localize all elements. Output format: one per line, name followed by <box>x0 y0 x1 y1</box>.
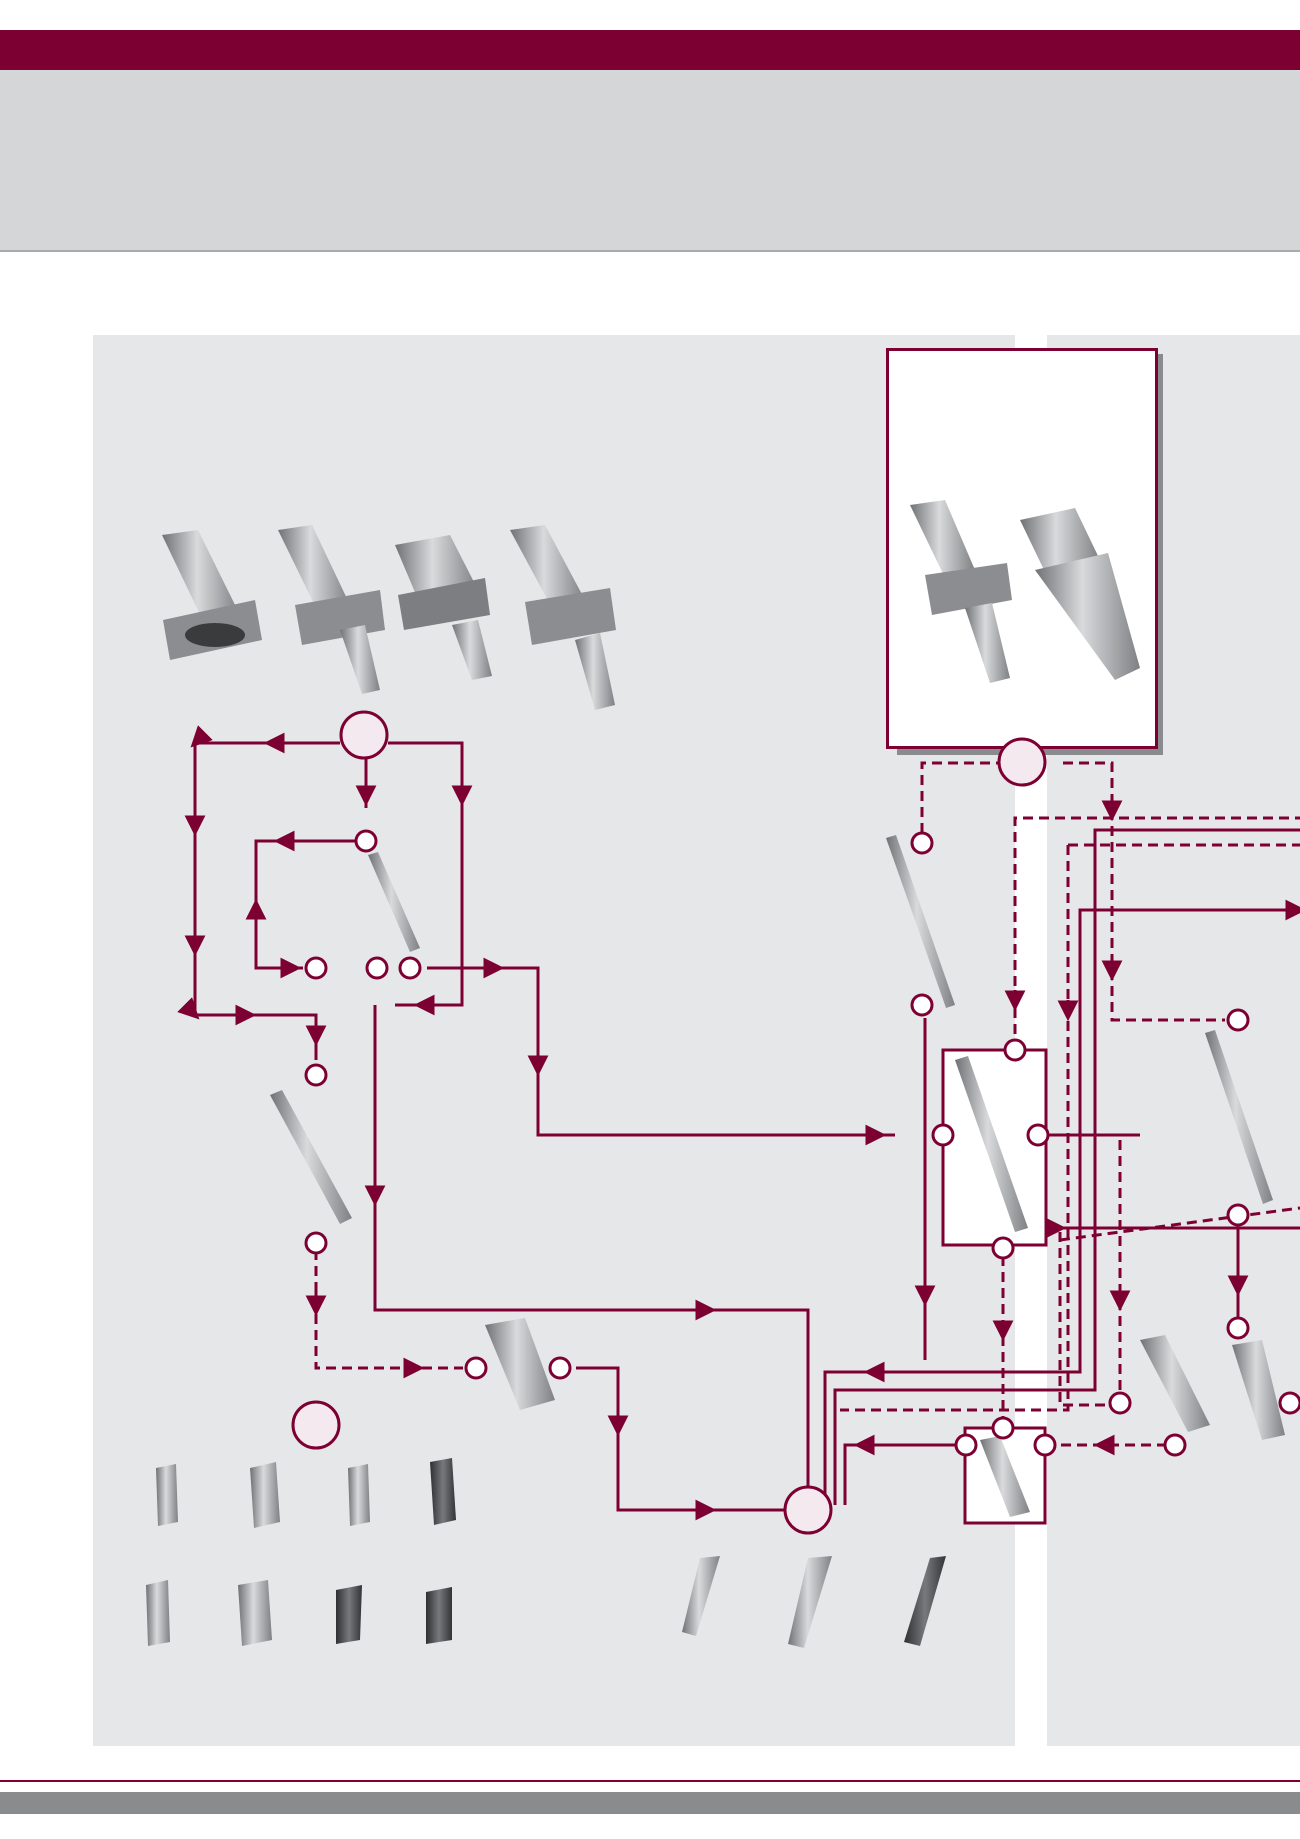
header-accent-band <box>0 30 1300 70</box>
hub-node <box>291 1400 341 1450</box>
spindle-holder-icon <box>162 530 262 660</box>
extension-shank-icon <box>955 1056 1028 1232</box>
spindle-holder-icon <box>278 525 385 694</box>
footer-line <box>0 1780 1300 1782</box>
footer-bar <box>0 1792 1300 1814</box>
milling-head-icon <box>238 1580 272 1646</box>
adapter-icon <box>1140 1335 1210 1432</box>
milling-head-icon <box>146 1580 170 1646</box>
milling-head-icon <box>348 1464 370 1526</box>
hub-node <box>339 710 389 760</box>
spindle-holder-icon <box>910 500 1012 683</box>
connection-nodes <box>291 710 1300 1535</box>
milling-head-icon <box>336 1585 362 1644</box>
dashed-connectors <box>305 761 1300 1456</box>
adapter-icon <box>1232 1340 1285 1440</box>
hub-node <box>783 1485 833 1535</box>
adapter-icon <box>980 1436 1030 1517</box>
milling-head-icon <box>426 1587 452 1644</box>
solid-connectors <box>177 725 1300 1521</box>
milling-head-icon <box>250 1462 280 1528</box>
extension-shank-icon <box>1205 1030 1273 1204</box>
spindle-holder-icon <box>510 525 616 710</box>
extension-shank-icon <box>368 852 420 952</box>
extension-shank-icon <box>886 835 955 1008</box>
end-mill-icon <box>904 1556 946 1646</box>
header-grey-band <box>0 70 1300 252</box>
adapter-icon <box>1020 508 1140 680</box>
milling-head-icon <box>156 1464 178 1526</box>
adapter-icon <box>485 1318 555 1410</box>
milling-head-icon <box>430 1458 456 1525</box>
extension-shank-icon <box>270 1090 352 1224</box>
hub-node <box>997 737 1047 787</box>
end-mill-icon <box>788 1556 832 1648</box>
end-mill-icon <box>682 1556 720 1636</box>
adapter-icon <box>395 535 492 680</box>
